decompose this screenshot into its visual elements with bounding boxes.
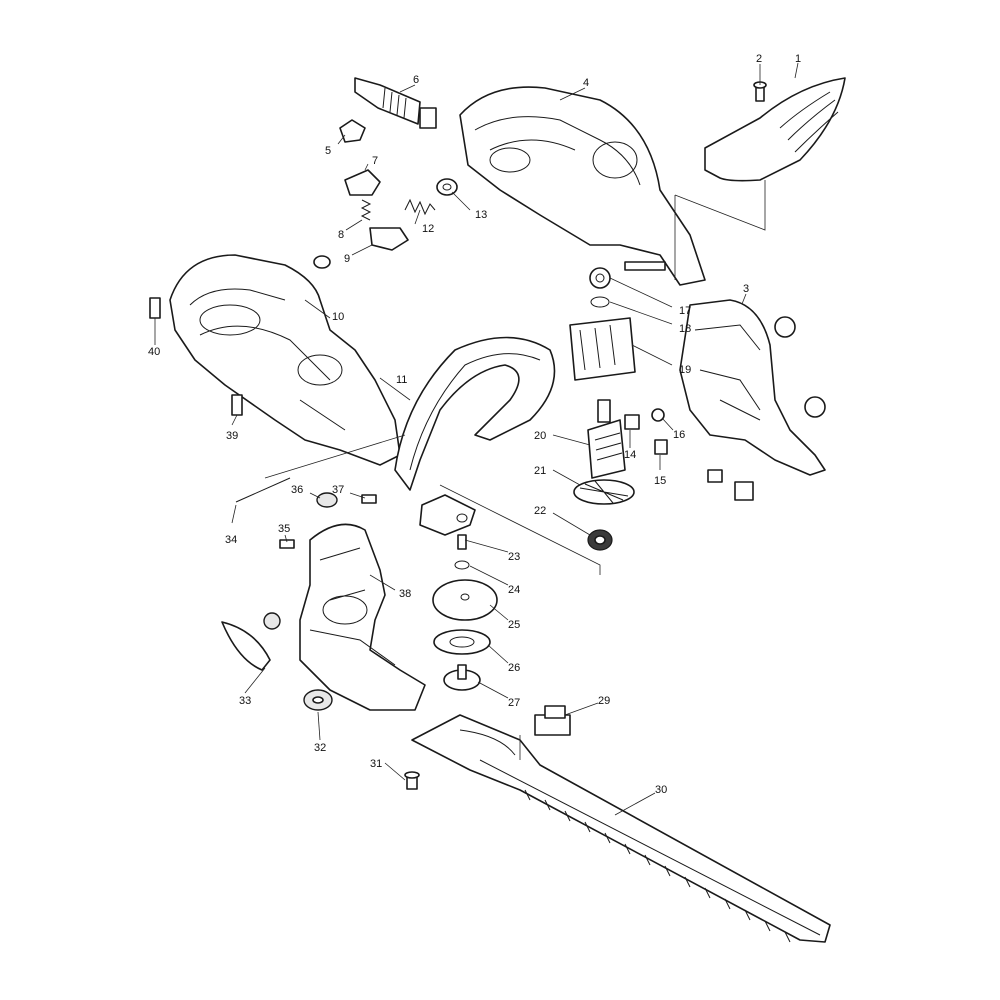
callout-1: 1 [795,53,801,65]
part-22-ball-bearing [587,529,613,551]
callout-15: 15 [654,475,666,487]
part-38-gear-housing [299,523,426,711]
part-33-shield [221,612,281,671]
callout-12: 12 [422,223,434,235]
callout-36: 36 [291,484,303,496]
part-26-flat-washer [433,629,491,655]
part-8-spring [360,199,372,221]
callout-37: 37 [332,484,344,496]
callout-3: 3 [743,283,749,295]
part-13-bushing [436,178,458,196]
callout-leaders [154,62,799,816]
callout-5: 5 [325,145,331,157]
part-18-ring [590,296,610,308]
callout-9: 9 [344,253,350,265]
part-36-grommet [316,492,338,508]
part-25-gear [432,579,498,621]
callout-22: 22 [534,505,546,517]
part-10-rear-handle-housing [169,254,401,466]
parts-14-15-16-brushes [624,408,668,455]
part-7-switch [344,169,381,196]
callout-19: 19 [679,364,691,376]
callout-23: 23 [508,551,520,563]
part-29-block [534,705,571,736]
callout-11: 11 [396,374,407,386]
part-27-pin [443,664,481,691]
callout-16: 16 [673,429,685,441]
screws-34-35-37 [235,477,377,549]
callout-17: 17 [679,305,691,317]
part-5-terminal [339,119,366,143]
callout-8: 8 [338,229,344,241]
callout-24: 24 [508,584,520,596]
callout-30: 30 [655,784,667,796]
callout-26: 26 [508,662,520,674]
callout-7: 7 [372,155,378,167]
part-24-washer [454,560,470,570]
callout-10: 10 [332,311,344,323]
part-23-crank [419,494,476,550]
callout-35: 35 [278,523,290,535]
part-4-upper-housing [459,86,706,286]
callout-33: 33 [239,695,251,707]
part-9-switch-lever [313,227,409,269]
callout-21: 21 [534,465,546,477]
callout-38: 38 [399,588,411,600]
part-11-front-handle [394,336,556,491]
part-20-armature [587,399,626,479]
part-19-field [569,317,636,381]
callout-13: 13 [475,209,487,221]
part-31-bolt [404,771,420,790]
callout-31: 31 [370,758,382,770]
part-6-cord-guard [354,77,437,129]
part-30-blade-assembly [411,714,831,943]
callout-labels: 1 2 3 4 5 6 7 8 9 10 11 12 13 14 15 16 1… [148,53,801,796]
part-32-grommet [303,689,333,711]
callout-20: 20 [534,430,546,442]
part-21-fan [573,479,635,505]
callout-6: 6 [413,74,419,86]
part-12-spring [404,198,436,216]
callout-29: 29 [598,695,610,707]
callout-14: 14 [624,449,636,461]
callout-18: 18 [679,323,691,335]
assembly-lines [264,180,766,760]
callout-34: 34 [225,534,237,546]
callout-40: 40 [148,346,160,358]
callout-32: 32 [314,742,326,754]
callout-39: 39 [226,430,238,442]
part-3-motor-housing [679,299,826,501]
part-1-front-cover [704,77,846,182]
callout-27: 27 [508,697,520,709]
part-17-bearing [589,267,611,289]
callout-2: 2 [756,53,762,65]
callout-25: 25 [508,619,520,631]
callout-4: 4 [583,77,589,89]
